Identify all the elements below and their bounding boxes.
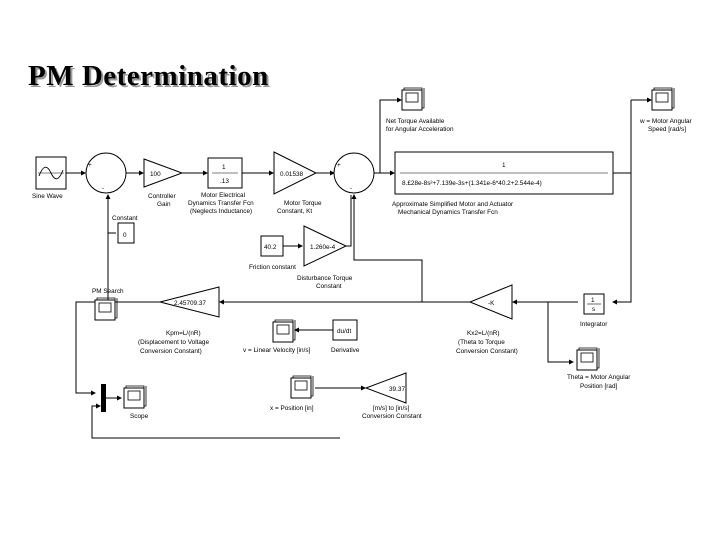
integrator-block[interactable]: 1 s Integrator: [580, 293, 608, 328]
svg-text:x = Position [in]: x = Position [in]: [270, 405, 314, 412]
svg-text:1: 1: [502, 162, 506, 169]
svg-text:.13: .13: [220, 178, 229, 185]
svg-text:Constant, Kt: Constant, Kt: [277, 208, 312, 215]
sine-wave-block[interactable]: Sine Wave: [32, 156, 67, 200]
svg-text:Friction constant: Friction constant: [249, 264, 296, 271]
svg-text:+: +: [337, 162, 341, 169]
svg-text:0.01538: 0.01538: [280, 171, 304, 178]
motor-electrical-block[interactable]: 1 .13 Motor Electrical Dynamics Transfer…: [188, 157, 254, 215]
page-title: PM Determination: [28, 60, 269, 92]
svg-text:(Neglects Inductance): (Neglects Inductance): [190, 208, 252, 215]
svg-text:Controller: Controller: [148, 193, 177, 200]
svg-text:Integrator: Integrator: [580, 321, 608, 328]
disturbance-torque-block[interactable]: 1.260e-4 Disturbance Torque Constant: [297, 225, 353, 290]
svg-text:1: 1: [222, 164, 226, 171]
svg-text:2.45709.37: 2.45709.37: [174, 300, 206, 307]
svg-text:Constant: Constant: [112, 215, 138, 222]
svg-text:Theta = Motor Angular: Theta = Motor Angular: [567, 374, 631, 381]
main-scope[interactable]: Scope: [106, 385, 149, 420]
sum-block-1[interactable]: + -: [85, 152, 127, 194]
mux-block[interactable]: [101, 384, 106, 412]
svg-text:-: -: [102, 185, 104, 192]
svg-text:Scope: Scope: [130, 413, 149, 420]
motor-speed-scope[interactable]: w = Motor Angular Speed [rad/s]: [639, 87, 693, 133]
svg-text:Constant: Constant: [316, 283, 342, 290]
position-scope[interactable]: x = Position [in]: [270, 375, 314, 412]
svg-text:(Displacement to Voltage: (Displacement to Voltage: [138, 339, 209, 346]
theta-scope[interactable]: Theta = Motor Angular Position [rad]: [567, 347, 631, 390]
svg-text:s: s: [592, 306, 595, 313]
velocity-scope[interactable]: v = Linear Velocity [in/s]: [243, 319, 311, 354]
svg-text:du/dt: du/dt: [337, 328, 351, 335]
controller-gain-block[interactable]: 100 Controller Gain: [143, 158, 184, 208]
svg-text:Speed [rad/s]: Speed [rad/s]: [648, 126, 686, 133]
svg-text:Position [rad]: Position [rad]: [580, 383, 618, 390]
svg-text:1.260e-4: 1.260e-4: [310, 244, 336, 251]
svg-text:PM Search: PM Search: [92, 288, 124, 295]
friction-constant-block[interactable]: 40.2 Friction constant: [249, 235, 296, 271]
svg-text:40.2: 40.2: [264, 244, 277, 251]
svg-text:Derivative: Derivative: [331, 347, 360, 354]
motor-torque-constant-block[interactable]: 0.01538 Motor Torque Constant, Kt: [273, 151, 322, 215]
sine-wave-label: Sine Wave: [32, 193, 63, 200]
svg-text:Kx2=L/(nR): Kx2=L/(nR): [467, 330, 500, 337]
net-torque-scope[interactable]: Net Torque Available for Angular Acceler…: [386, 87, 454, 133]
svg-text:for Angular Acceleration: for Angular Acceleration: [386, 126, 454, 133]
svg-text:39.37: 39.37: [389, 386, 405, 393]
svg-text:100: 100: [150, 171, 161, 178]
svg-text:Conversion Constant): Conversion Constant): [140, 348, 202, 355]
svg-text:Kpm=L/(nR): Kpm=L/(nR): [166, 330, 201, 337]
svg-text:(Theta to Torque: (Theta to Torque: [458, 339, 505, 346]
svg-text:Net Torque Available: Net Torque Available: [386, 118, 445, 125]
svg-text:8.£28e-8s²+7.139e-3s+(1.341e-6: 8.£28e-8s²+7.139e-3s+(1.341e-6*40.2+2.54…: [402, 180, 542, 187]
svg-text:Conversion Constant: Conversion Constant: [362, 413, 422, 420]
svg-text:Approximate Simplified Motor a: Approximate Simplified Motor and Actuato…: [392, 201, 514, 208]
kpm-gain-block[interactable]: 2.45709.37 Kpm=L/(nR) (Displacement to V…: [138, 286, 220, 355]
svg-text:-: -: [350, 185, 352, 192]
svg-text:Mechanical Dynamics Transfer F: Mechanical Dynamics Transfer Fcn: [398, 209, 498, 216]
svg-text:-K: -K: [488, 300, 495, 307]
svg-text:Conversion Constant): Conversion Constant): [456, 348, 518, 355]
svg-text:w = Motor Angular: w = Motor Angular: [639, 118, 693, 125]
svg-text:Disturbance Torque: Disturbance Torque: [297, 275, 353, 282]
svg-text:[m/s] to [in/s]: [m/s] to [in/s]: [373, 405, 409, 412]
mechanical-transfer-fcn-block[interactable]: 1 8.£28e-8s²+7.139e-3s+(1.341e-6*40.2+2.…: [392, 151, 614, 216]
svg-text:Motor Torque: Motor Torque: [284, 200, 322, 207]
sum-block-2[interactable]: + -: [333, 152, 375, 194]
svg-text:1: 1: [591, 297, 595, 304]
kx2-gain-block[interactable]: -K Kx2=L/(nR) (Theta to Torque Conversio…: [456, 284, 518, 355]
svg-text:Dynamics Transfer Fcn: Dynamics Transfer Fcn: [188, 200, 254, 207]
pm-search-scope[interactable]: PM Search: [92, 288, 124, 321]
svg-text:Motor Electrical: Motor Electrical: [201, 192, 245, 199]
svg-text:+: +: [88, 162, 92, 169]
constant-block[interactable]: 0 Constant: [112, 215, 138, 244]
svg-text:v = Linear Velocity [in/s]: v = Linear Velocity [in/s]: [243, 347, 311, 354]
svg-text:0: 0: [123, 232, 127, 239]
svg-text:Gain: Gain: [157, 201, 171, 208]
conversion-gain-block[interactable]: 39.37 [m/s] to [in/s] Conversion Constan…: [362, 372, 422, 420]
derivative-block[interactable]: du/dt Derivative: [331, 319, 360, 354]
signal-lines: [66, 97, 652, 439]
